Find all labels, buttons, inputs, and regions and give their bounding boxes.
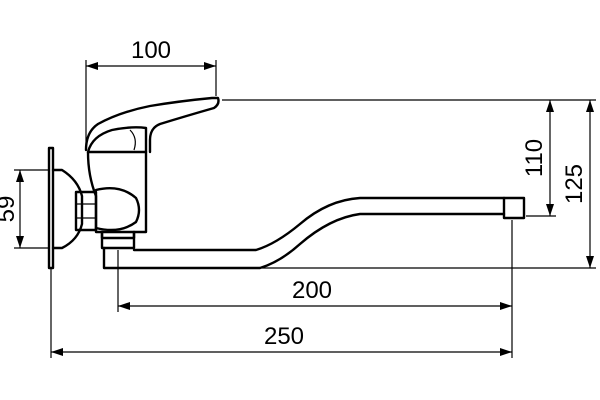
flange <box>51 168 84 250</box>
mixer-body <box>86 150 148 240</box>
dim-200-arrow-left <box>118 302 130 310</box>
spout-collar <box>100 230 136 250</box>
dim-100-label: 100 <box>131 37 171 64</box>
dim-59-arrow-top <box>16 170 24 182</box>
handle-lever <box>84 96 220 154</box>
dim-110-arrow-bottom <box>546 204 554 216</box>
dimension-200: 200 <box>118 277 512 310</box>
dim-100-arrow-right <box>204 62 216 70</box>
dim-200-label: 200 <box>292 277 332 304</box>
dim-200-arrow-right <box>500 302 512 310</box>
wall-plate <box>47 146 55 270</box>
dimension-100: 100 <box>86 37 216 70</box>
dim-125-label: 125 <box>561 164 588 204</box>
dim-100-arrow-left <box>86 62 98 70</box>
dimension-250: 250 <box>51 323 512 356</box>
dim-59-label: 59 <box>0 196 20 223</box>
hex-nut <box>74 190 98 232</box>
dim-250-arrow-right <box>500 348 512 356</box>
dim-125-arrow-bottom <box>586 256 594 268</box>
handle-detail <box>129 129 136 151</box>
dimension-110: 110 <box>521 100 554 216</box>
dim-250-label: 250 <box>264 323 304 350</box>
dim-110-label: 110 <box>521 139 548 177</box>
connector-bulge <box>94 187 141 232</box>
dim-125-arrow-top <box>586 100 594 112</box>
dimension-59: 59 <box>0 170 24 248</box>
dim-59-arrow-bottom <box>16 236 24 248</box>
dimension-125: 125 <box>561 100 594 268</box>
dim-250-arrow-left <box>51 348 63 356</box>
handle-cap <box>86 126 148 154</box>
faucet-outline <box>47 96 526 270</box>
dim-110-arrow-top <box>546 100 554 112</box>
extension-lines <box>14 60 596 358</box>
spout <box>102 196 526 270</box>
